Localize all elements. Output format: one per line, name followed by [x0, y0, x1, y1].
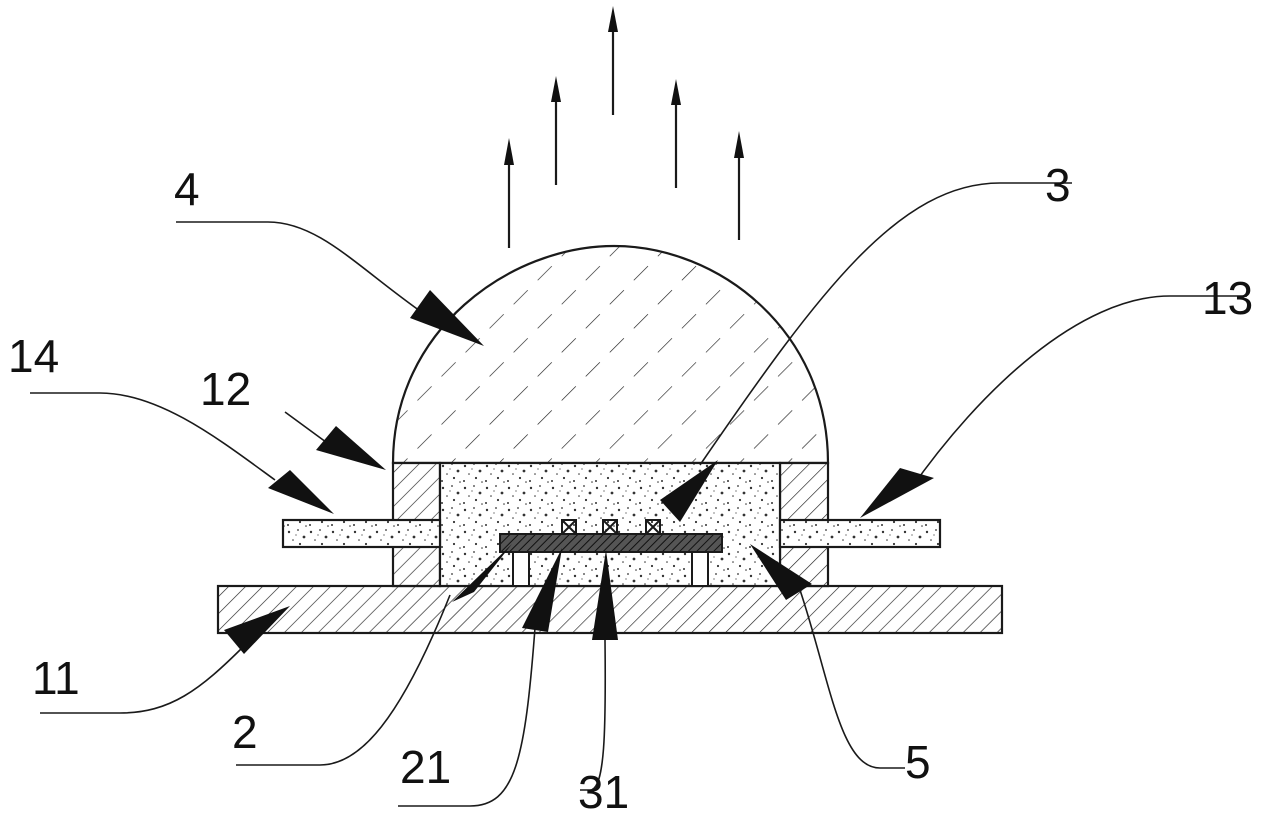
leader-line-21 [398, 627, 536, 807]
support-post [512, 551, 530, 587]
pointer-arrowhead-5 [750, 544, 812, 600]
left-lead [281, 518, 442, 549]
leader-line-14 [30, 392, 276, 481]
pointer-arrowhead-13 [860, 468, 934, 518]
leader-lines [30, 182, 1247, 807]
right-lead [778, 518, 942, 549]
chip-pad [602, 519, 618, 535]
label-inner-lead: 14 [8, 330, 59, 382]
pointer-arrowhead-14 [268, 470, 334, 514]
label-outer-lead: 13 [1202, 272, 1253, 324]
leader-line-13 [909, 295, 1247, 491]
chip-pad [645, 519, 661, 535]
light-ray-arrowhead [734, 131, 744, 158]
label-lens: 4 [174, 163, 200, 215]
chip-pads [561, 519, 661, 535]
leader-line-3 [699, 182, 1072, 466]
chip-pad [561, 519, 577, 535]
leader-line-11 [40, 644, 246, 714]
light-ray-arrowhead [671, 79, 681, 105]
support-post [691, 551, 709, 587]
pointer-arrowhead-3 [660, 460, 718, 522]
light-ray-arrowhead [551, 76, 561, 102]
pointer-arrowhead-11 [224, 606, 290, 654]
label-wire: 31 [578, 766, 629, 814]
leader-line-4 [176, 221, 431, 319]
pointer-arrowheads [224, 290, 934, 654]
leader-line-31 [580, 639, 607, 791]
label-pad: 21 [400, 741, 451, 793]
pointer-arrowhead-12 [316, 426, 386, 470]
label-base: 11 [32, 652, 80, 704]
light-ray-arrowhead [608, 6, 618, 32]
leader-line-12 [284, 411, 331, 446]
leader-line-5 [799, 589, 905, 769]
pointer-arrowhead-21 [522, 548, 562, 632]
pointer-arrowhead-31 [592, 550, 618, 640]
pointer-arrowhead-4 [410, 290, 484, 346]
light-ray-arrowhead [504, 138, 514, 165]
label-housing: 12 [200, 363, 251, 415]
lens-dome [391, 244, 830, 465]
label-chip: 3 [1045, 159, 1071, 211]
pointer-arrowhead-2 [452, 544, 512, 602]
label-fill: 5 [905, 736, 931, 788]
leader-line-2 [236, 594, 451, 766]
light-rays [504, 6, 744, 248]
chip-substrate [499, 533, 723, 553]
label-substrate: 2 [232, 706, 258, 758]
